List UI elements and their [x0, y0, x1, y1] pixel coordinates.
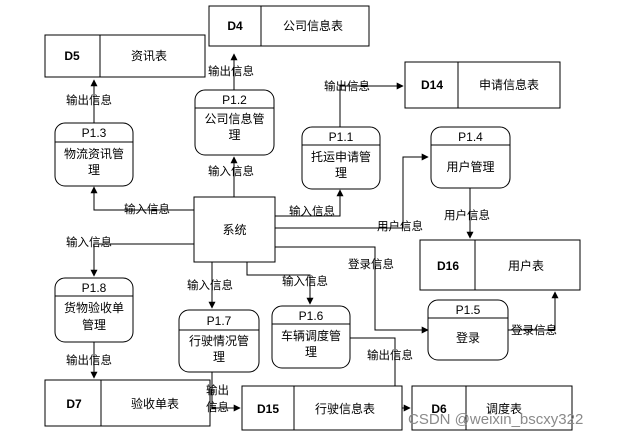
process-name-line-1: 登录 [456, 330, 480, 345]
data-store-d5: D5 资讯表 [44, 34, 206, 78]
data-store-d4: D4 公司信息表 [208, 5, 370, 47]
store-name: 申请信息表 [479, 77, 539, 92]
process-name-line-2: 理 [213, 350, 225, 364]
data-store-d16: D16 用户表 [419, 239, 581, 291]
store-name: 验收单表 [131, 396, 179, 411]
store-id: D5 [64, 49, 80, 63]
process-name-line-2: 理 [305, 345, 317, 359]
process-name-line-1: 托运申请管 [311, 149, 371, 164]
store-id: D6 [431, 402, 447, 416]
store-id: D16 [437, 259, 459, 273]
data-store-d14: D14 申请信息表 [404, 61, 561, 109]
process-id: P1.6 [299, 309, 324, 323]
process-name-line-1: 物流资讯管 [64, 146, 124, 161]
process-id: P1.4 [458, 130, 483, 144]
process-p1-8: P1.8 货物验收单 管理 [54, 277, 134, 343]
process-id: P1.2 [222, 93, 247, 107]
flow-label-in-p18: 输入信息 [66, 235, 112, 249]
process-name-line-1: 货物验收单 [64, 300, 124, 315]
store-name: 用户表 [508, 258, 544, 273]
central-label: 系统 [222, 223, 246, 237]
store-id: D7 [66, 397, 82, 411]
process-p1-5: P1.5 登录 [427, 299, 509, 361]
flow-label-out-p17-d15-line2: 信息 [206, 400, 229, 414]
process-name-line-2: 理 [228, 128, 240, 142]
flow-label-out-p17-d15-line1: 输出 [206, 383, 229, 397]
flow-label-in-p16: 输入信息 [282, 274, 328, 288]
process-p1-2: P1.2 公司信息管 理 [194, 89, 275, 156]
process-id: P1.8 [82, 281, 107, 295]
store-name: 行驶信息表 [315, 401, 375, 416]
data-store-d15: D15 行驶信息表 [241, 385, 403, 431]
process-name-line-2: 管理 [82, 317, 106, 332]
store-id: D15 [257, 402, 279, 416]
flow-label-out-p16-d6: 输出信息 [367, 348, 413, 362]
store-name: 资讯表 [131, 49, 167, 63]
process-p1-7: P1.7 行驶情况管 理 [178, 309, 260, 373]
watermark-text: CSDN @weixin_bscxy322 [408, 411, 583, 428]
flow-label-out-p13-d5: 输出信息 [66, 93, 112, 107]
process-name-line-1: 公司信息管 [204, 111, 264, 126]
flow-label-in-p17: 输入信息 [187, 278, 233, 292]
process-name-line-2: 理 [88, 163, 100, 177]
flow-label-in-p12: 输入信息 [208, 164, 254, 178]
process-id: P1.5 [456, 303, 481, 317]
flow-label-in-p11: 输入信息 [289, 204, 335, 218]
flow-label-login-info: 登录信息 [348, 257, 394, 271]
store-id: D14 [421, 78, 443, 92]
data-store-d7: D7 验收单表 [44, 379, 211, 427]
flow-label-login-info-d16: 登录信息 [511, 323, 557, 337]
process-name-line-1: 用户管理 [446, 159, 494, 174]
flow-label-user-info-d16: 用户信息 [444, 208, 490, 222]
central-system-box: 系统 [193, 196, 276, 263]
store-id: D4 [227, 19, 243, 33]
data-store-d6: D6 调度表 [411, 385, 573, 431]
process-p1-6: P1.6 车辆调度管 理 [271, 305, 351, 369]
process-p1-4: P1.4 用户管理 [430, 126, 511, 189]
process-id: P1.7 [207, 314, 232, 328]
process-p1-3: P1.3 物流资讯管 理 [54, 122, 134, 187]
flow-label-user-info-p14: 用户信息 [377, 219, 423, 233]
flow-label-out-p11-d14: 输出信息 [324, 79, 370, 93]
flow-label-in-p13: 输入信息 [124, 202, 170, 216]
process-name-line-1: 车辆调度管 [281, 328, 341, 343]
flow-labels: 输出信息 输出信息 输出信息 输入信息 输入信息 输入信息 用户信息 用户信息 … [66, 64, 557, 414]
store-name: 调度表 [486, 401, 522, 416]
process-name-line-1: 行驶情况管 [189, 333, 249, 348]
flow-lines [90, 53, 559, 412]
flow-label-out-p18-d7: 输出信息 [66, 353, 112, 367]
process-id: P1.3 [82, 126, 107, 140]
process-name-line-2: 理 [335, 166, 347, 180]
process-p1-1: P1.1 托运申请管 理 [301, 126, 381, 190]
process-id: P1.1 [329, 130, 354, 144]
store-name: 公司信息表 [283, 18, 343, 33]
flow-label-out-p12-d4: 输出信息 [208, 64, 254, 78]
